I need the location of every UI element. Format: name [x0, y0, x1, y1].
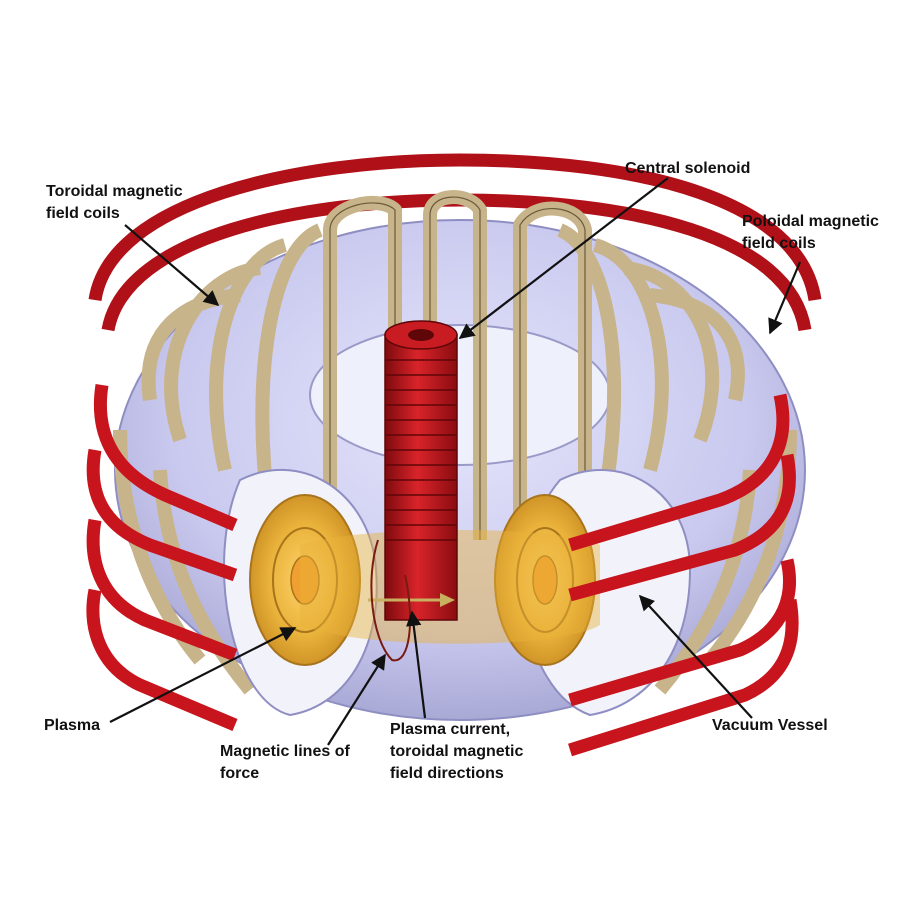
- vessel-cutaway-left: [223, 469, 378, 717]
- label-poloidal-field-coils: Poloidal magnetic field coils: [742, 211, 879, 255]
- label-plasma: Plasma: [44, 717, 101, 734]
- label-toroidal-line-2: field coils: [46, 205, 120, 222]
- label-toroidal-line-1: Toroidal magnetic: [46, 183, 183, 200]
- label-plasma-current-line-3: field directions: [390, 765, 504, 782]
- central-solenoid: [384, 320, 458, 621]
- label-plasma-current: Plasma current, toroidal magnetic field …: [390, 719, 523, 785]
- toroidal-coil-outlines: [329, 196, 586, 540]
- label-central-solenoid: Central solenoid: [625, 160, 751, 177]
- label-magnetic-line-1: Magnetic lines of: [220, 743, 350, 760]
- label-poloidal-line-2: field coils: [742, 235, 816, 252]
- leader-arrows: [109, 177, 802, 746]
- label-plasma-current-line-1: Plasma current,: [390, 721, 511, 738]
- vessel-cutaway-right: [494, 469, 692, 717]
- label-magnetic-line-2: force: [220, 765, 260, 782]
- label-plasma-current-line-2: toroidal magnetic: [390, 743, 524, 760]
- label-vacuum-vessel: Vacuum Vessel: [712, 717, 828, 734]
- poloidal-coils-front: [86, 384, 799, 757]
- label-toroidal-field-coils: Toroidal magnetic field coils: [46, 181, 183, 225]
- label-magnetic-lines: Magnetic lines of force: [220, 741, 350, 785]
- label-poloidal-line-1: Poloidal magnetic: [742, 213, 879, 230]
